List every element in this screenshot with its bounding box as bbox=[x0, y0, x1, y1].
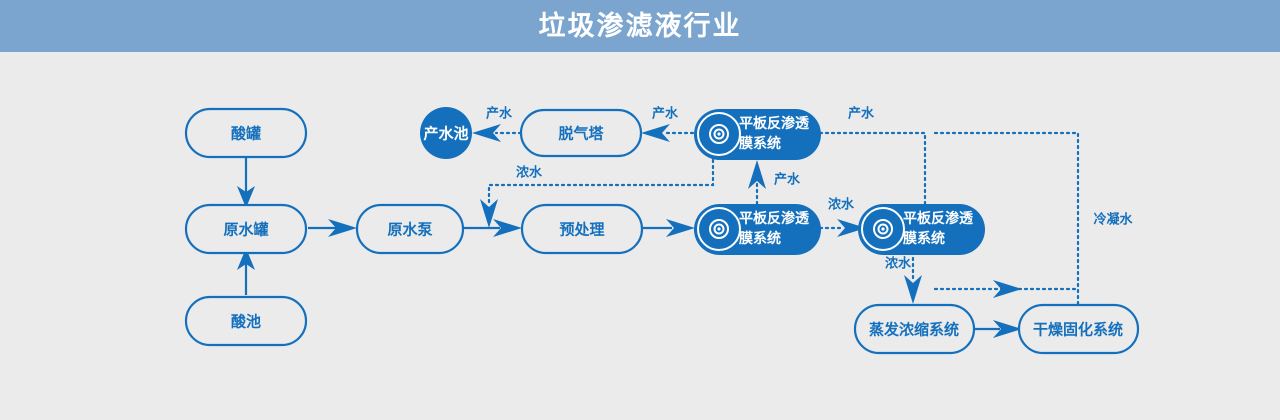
edge-acid-pool-to-raw-water-tank bbox=[237, 248, 255, 295]
node-ro-membrane-system-1-label-line2: 膜系统 bbox=[739, 135, 781, 152]
edge-pretreatment-to-ro-membrane-2 bbox=[641, 219, 695, 237]
edge-label-product-water-2: 产水 bbox=[652, 106, 679, 122]
ro-membrane-disc-icon bbox=[697, 112, 741, 156]
edge-degas-tower-to-product-pool-product bbox=[472, 124, 523, 142]
node-ro-membrane-system-1-label-line1: 平板反渗透 bbox=[739, 115, 810, 132]
node-ro-membrane-system-1[interactable]: 平板反渗透 膜系统 bbox=[694, 109, 821, 160]
ro-membrane-disc-icon bbox=[697, 207, 741, 251]
node-ro-membrane-system-2-label-line1: 平板反渗透 bbox=[739, 210, 810, 227]
edge-label-concentrate-3: 浓水 bbox=[885, 256, 912, 272]
node-ro-membrane-system-3-label-line1: 平板反渗透 bbox=[903, 210, 974, 227]
node-pretreatment-label: 预处理 bbox=[559, 221, 604, 239]
node-acid-tank-label: 酸罐 bbox=[231, 125, 261, 143]
node-degassing-tower-label: 脱气塔 bbox=[558, 125, 604, 143]
edge-label-product-water-1: 产水 bbox=[486, 106, 513, 122]
edge-label-concentrate-2: 浓水 bbox=[828, 197, 855, 213]
node-ro-membrane-system-2[interactable]: 平板反渗透 膜系统 bbox=[694, 204, 821, 255]
edge-ro-membrane-1-to-pretreatment-concentrate bbox=[480, 158, 715, 228]
node-degassing-tower[interactable]: 脱气塔 bbox=[519, 108, 643, 158]
node-ro-membrane-system-2-label-line2: 膜系统 bbox=[739, 230, 781, 247]
node-ro-membrane-system-3-label-line2: 膜系统 bbox=[903, 230, 945, 247]
page-header-bar: 垃圾渗滤液行业 bbox=[0, 0, 1280, 52]
node-product-water-pool-label: 产水池 bbox=[423, 125, 468, 143]
node-ro-membrane-system-3[interactable]: 平板反渗透 膜系统 bbox=[858, 204, 985, 255]
edge-ro-membrane-3-to-evaporator-concentrate bbox=[904, 250, 922, 304]
edge-ro-membrane-2-to-ro-membrane-1-product bbox=[748, 160, 766, 206]
node-acid-pool-label: 酸池 bbox=[231, 313, 261, 331]
node-product-water-pool[interactable]: 产水池 bbox=[420, 107, 472, 159]
node-pretreatment[interactable]: 预处理 bbox=[520, 203, 644, 255]
edge-raw-water-pump-to-pretreatment bbox=[463, 219, 522, 237]
edge-acid-tank-to-raw-water-tank bbox=[237, 157, 255, 208]
node-drying-solidification-system[interactable]: 干燥固化系统 bbox=[1017, 303, 1140, 355]
node-raw-water-pump-label: 原水泵 bbox=[387, 221, 432, 239]
edge-ro-membrane-2-to-ro-membrane-3-concentrate bbox=[818, 219, 866, 237]
node-raw-water-pump[interactable]: 原水泵 bbox=[355, 203, 465, 255]
node-drying-solidification-system-label: 干燥固化系统 bbox=[1033, 321, 1123, 339]
node-evaporation-concentration-system[interactable]: 蒸发浓缩系统 bbox=[853, 303, 976, 355]
edge-ro-membrane-1-to-degas-tower-product bbox=[641, 124, 695, 142]
edge-label-concentrate-1: 浓水 bbox=[516, 165, 543, 181]
process-flow-diagram: 产水 产水 产水 产水 浓水 浓水 浓水 冷凝水 酸罐 原水罐 酸池 bbox=[0, 52, 1280, 420]
edge-raw-water-tank-to-raw-water-pump bbox=[308, 219, 357, 237]
edge-label-condensate: 冷凝水 bbox=[1093, 212, 1133, 228]
edge-evaporator-to-dryer bbox=[974, 320, 1022, 338]
node-acid-pool[interactable]: 酸池 bbox=[184, 295, 308, 347]
edge-dryer-to-ro-membrane-1-condensate bbox=[932, 131, 1080, 306]
edge-evaporator-to-condensate-riser bbox=[933, 280, 1080, 298]
node-raw-water-tank-label: 原水罐 bbox=[223, 221, 268, 239]
page-title: 垃圾渗滤液行业 bbox=[538, 10, 742, 42]
node-evaporation-concentration-system-label: 蒸发浓缩系统 bbox=[869, 321, 959, 339]
node-acid-tank[interactable]: 酸罐 bbox=[184, 107, 308, 159]
ro-membrane-disc-icon bbox=[861, 207, 905, 251]
edge-label-product-water-3: 产水 bbox=[848, 106, 875, 122]
node-raw-water-tank[interactable]: 原水罐 bbox=[184, 203, 308, 255]
edge-label-product-water-4: 产水 bbox=[774, 172, 801, 188]
